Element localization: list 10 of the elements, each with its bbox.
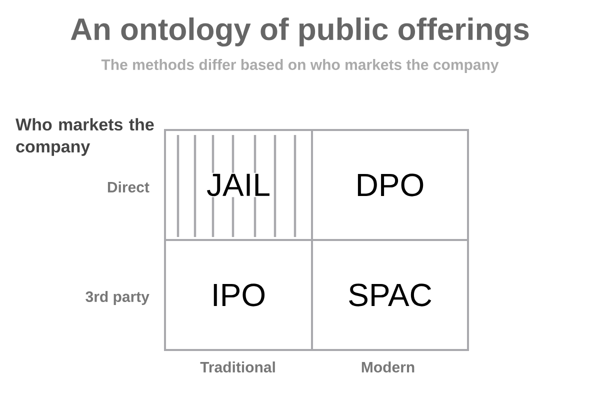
grid-cell: DPO: [311, 129, 469, 241]
grid-cell: IPO: [164, 239, 313, 351]
axis-label: Direct: [108, 181, 150, 192]
axis-title: Who markets the company: [16, 118, 154, 156]
subtitle: The methods differ based on who markets the company: [101, 59, 499, 73]
grid-cell: SPAC: [311, 239, 469, 351]
axis-label: Traditional: [200, 361, 275, 372]
grid-cell: JAIL: [164, 129, 313, 241]
title: An ontology of public offerings: [70, 17, 529, 46]
axis-label: 3rd party: [86, 291, 150, 305]
